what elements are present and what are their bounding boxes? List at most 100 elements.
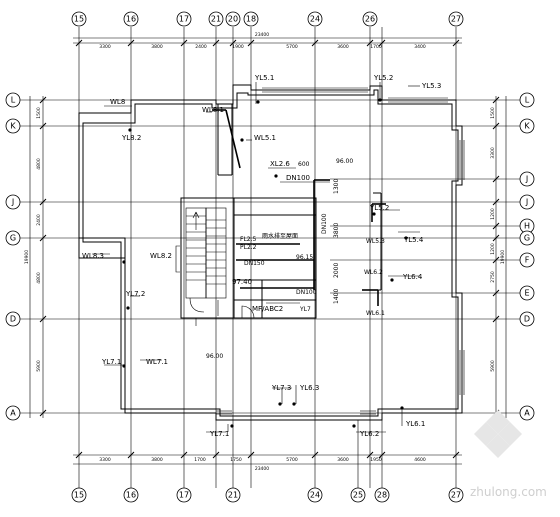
riser-points (122, 98, 408, 428)
axis-bubble-left: K (5, 118, 21, 134)
svg-text:J: J (525, 175, 528, 184)
left-dim: 4800 (36, 272, 42, 284)
svg-text:G: G (524, 234, 530, 243)
dimension-ticks (39, 39, 500, 459)
pipe-label: YL7.2 (125, 290, 145, 298)
pipe-label: WL6.1 (366, 310, 385, 317)
left-axis-bubbles: L K J G D A (5, 92, 21, 421)
pipe-label: WL7.1 (146, 358, 168, 366)
axis-bubble-top: 27 (448, 11, 464, 27)
leader-lines (92, 82, 420, 433)
right-dim: 1500 (490, 107, 496, 119)
dimension-lines (29, 37, 507, 465)
pipe-label: WL5.3 (366, 238, 385, 245)
axis-bubble-left: J (5, 194, 21, 210)
right-total: 19900 (500, 250, 506, 264)
pipe-label: PL2.2 (240, 244, 257, 251)
doors (195, 198, 255, 326)
svg-text:18: 18 (246, 15, 256, 24)
top-dim: 3400 (414, 44, 426, 50)
bottom-dim: 5700 (286, 457, 298, 463)
axis-bubble-bottom: 15 (71, 487, 87, 503)
axis-bubble-right: D (519, 311, 535, 327)
svg-text:H: H (524, 222, 530, 231)
right-dimensions: 1500 3300 1200 1200 2750 5900 19900 (490, 107, 506, 372)
axis-bubble-right: F (519, 252, 535, 268)
svg-text:15: 15 (74, 15, 84, 24)
top-dim: 1900 (232, 44, 244, 50)
bottom-axis-bubbles: 15 16 17 21 24 25 28 27 (71, 487, 464, 503)
svg-text:28: 28 (377, 491, 387, 500)
top-dim: 3300 (99, 44, 111, 50)
watermark-text: zhulong.com (470, 485, 547, 499)
bottom-dim: 4600 (414, 457, 426, 463)
svg-text:G: G (10, 234, 16, 243)
axis-bubble-right: J (519, 194, 535, 210)
axis-bubble-bottom: 28 (374, 487, 390, 503)
svg-text:F: F (525, 256, 530, 265)
core-walls (180, 103, 382, 319)
svg-text:24: 24 (310, 491, 320, 500)
axis-bubble-right: G (519, 230, 535, 246)
svg-text:16: 16 (126, 491, 136, 500)
svg-text:K: K (524, 122, 530, 131)
axis-bubble-left: L (5, 92, 21, 108)
axis-bubble-top: 16 (123, 11, 139, 27)
axis-bubble-bottom: 25 (350, 487, 366, 503)
axis-bubble-left: G (5, 230, 21, 246)
svg-text:L: L (525, 96, 530, 105)
pipe-label: 600 (298, 161, 310, 168)
bottom-dim: 3300 (99, 457, 111, 463)
left-dim: 2400 (36, 214, 42, 226)
right-dim: 1200 (490, 208, 496, 220)
svg-text:J: J (525, 198, 528, 207)
axis-bubble-top: 18 (243, 11, 259, 27)
pipe-label: XL2.6 (270, 160, 290, 168)
watermark: zhulong.com (470, 410, 547, 499)
level-label: 96.00 (206, 353, 223, 360)
bottom-total: 23400 (255, 466, 269, 472)
pipe-label: YL6.2 (359, 430, 379, 438)
pipe-label: WL8.2 (150, 252, 172, 260)
pipe-label: YL7.1 (209, 430, 229, 438)
right-axis-bubbles: L K J J H G F E D A (519, 92, 535, 421)
pipe-label: YL7 (299, 306, 311, 313)
svg-text:16: 16 (126, 15, 136, 24)
svg-text:L: L (11, 96, 16, 105)
svg-text:E: E (524, 289, 529, 298)
top-total: 23400 (255, 32, 269, 38)
top-dim: 1700 (370, 44, 382, 50)
left-dim: 4800 (36, 158, 42, 170)
axis-bubble-right: K (519, 118, 535, 134)
pipe-label: FL2.5 (240, 236, 257, 243)
pipe-label: YL5.2 (369, 204, 389, 212)
dimension-label: 1300 (333, 179, 340, 194)
pipe-label: WL8.1 (202, 106, 224, 114)
svg-text:15: 15 (74, 491, 84, 500)
axis-bubble-top: 20 (225, 11, 241, 27)
dimension-label: 2000 (333, 263, 340, 278)
svg-text:27: 27 (451, 491, 461, 500)
svg-text:25: 25 (353, 491, 363, 500)
top-dim: 3800 (151, 44, 163, 50)
bottom-dimensions: 3300 3800 1700 1750 5700 3600 1950 4600 … (99, 457, 426, 472)
svg-text:A: A (524, 409, 530, 418)
pipe-runs (212, 109, 386, 306)
right-dim: 2750 (490, 271, 496, 283)
axis-bubble-right: E (519, 285, 535, 301)
pipe-label: YL5.2 (373, 74, 393, 82)
svg-text:27: 27 (451, 15, 461, 24)
svg-text:K: K (10, 122, 16, 131)
pipe-label: WL6.2 (364, 269, 383, 276)
svg-text:20: 20 (228, 15, 238, 24)
pipe-label: YL6.4 (402, 273, 423, 281)
top-axis-bubbles: 15 16 17 21 20 18 24 26 27 (71, 11, 464, 27)
top-dim: 2400 (195, 44, 207, 50)
level-label: 96.00 (336, 158, 353, 165)
axis-bubble-top: 17 (176, 11, 192, 27)
axis-bubble-top: 15 (71, 11, 87, 27)
axis-bubble-bottom: 24 (307, 487, 323, 503)
bottom-dim: 1700 (194, 457, 206, 463)
svg-text:D: D (524, 315, 530, 324)
staircase (175, 207, 227, 316)
